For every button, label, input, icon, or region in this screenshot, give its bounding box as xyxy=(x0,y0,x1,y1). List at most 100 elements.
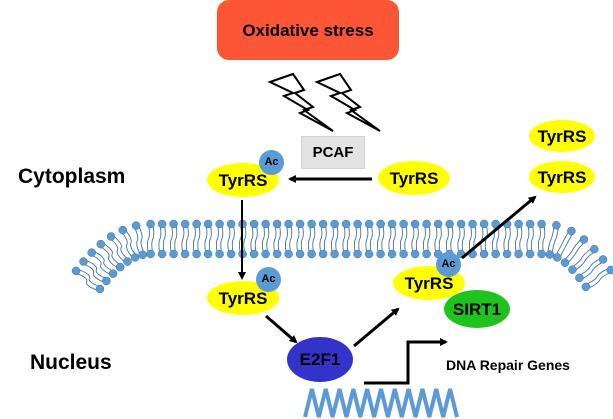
lipid-tail xyxy=(342,223,346,255)
lipid-tail xyxy=(427,223,431,255)
lipid-tail xyxy=(570,247,594,269)
lipid-tail xyxy=(542,223,546,255)
lipid-head xyxy=(272,219,282,229)
arrow-to-e2f1 xyxy=(265,314,298,344)
lipid-head xyxy=(169,219,178,229)
lipid-head xyxy=(422,219,431,229)
lipid-tail xyxy=(547,224,555,255)
lipid-tail xyxy=(566,240,586,265)
lipid-head xyxy=(307,219,316,229)
lipid-head xyxy=(295,219,305,229)
lipid-tail xyxy=(404,223,408,255)
lipid-head xyxy=(545,250,555,259)
lipid-head xyxy=(387,249,397,259)
lipid-head xyxy=(433,219,443,229)
lipid-tail xyxy=(231,223,235,255)
lipid-tail xyxy=(445,223,449,255)
tyrrs-label: TyrRS xyxy=(389,168,439,188)
lipid-head xyxy=(560,258,570,267)
lipid-tail xyxy=(284,223,288,255)
lipid-tail xyxy=(204,223,208,255)
lipid-tail xyxy=(181,223,185,255)
lipid-tail xyxy=(450,223,454,255)
arrow-nuclear-export xyxy=(461,195,537,260)
lipid-head xyxy=(567,226,576,236)
lipid-head xyxy=(364,219,374,229)
lipid-head xyxy=(118,225,127,235)
lipid-head xyxy=(96,239,106,249)
lipid-head xyxy=(138,250,147,260)
lipid-tail xyxy=(250,223,254,255)
nucleus-label: Nucleus xyxy=(30,351,112,374)
lipid-head xyxy=(157,219,167,229)
lipid-head xyxy=(341,249,351,259)
lipid-tail xyxy=(376,223,380,255)
lipid-tail xyxy=(584,267,610,286)
lipid-tail xyxy=(89,253,112,276)
lipid-head xyxy=(295,249,305,259)
lipid-tail xyxy=(192,223,196,255)
tyrrs-exported-1: TyrRS xyxy=(529,120,595,152)
lipid-head xyxy=(502,249,512,259)
lipid-tail xyxy=(243,223,247,255)
lipid-head xyxy=(284,219,293,229)
tyrrs-cytoplasm: TyrRS xyxy=(378,161,450,195)
lipid-head xyxy=(318,249,328,259)
lipid-head xyxy=(115,262,125,272)
lipid-tail xyxy=(353,223,357,255)
lipid-tail xyxy=(120,230,134,259)
lipid-tail xyxy=(323,223,327,255)
lipid-head xyxy=(491,249,500,259)
lipid-head xyxy=(307,249,316,259)
dna-helix xyxy=(303,388,459,418)
lipid-head xyxy=(353,249,362,259)
lipid-head xyxy=(581,282,591,292)
lipid-head xyxy=(146,249,155,259)
lipid-tail xyxy=(554,229,570,257)
lipid-tail xyxy=(77,268,102,288)
lipid-head xyxy=(479,249,489,259)
acetyl-label: Ac xyxy=(441,258,456,270)
tyrrs-label: TyrRS xyxy=(404,273,454,293)
lipid-head xyxy=(552,253,562,262)
lipid-head xyxy=(514,219,523,229)
lipid-tail xyxy=(358,223,362,255)
lipid-tail xyxy=(514,223,518,255)
lipid-tail xyxy=(261,223,265,255)
lipid-tail xyxy=(319,223,323,255)
lipid-head xyxy=(590,244,599,254)
lipid-head xyxy=(131,221,141,230)
lipid-head xyxy=(95,284,105,294)
lipid-tail xyxy=(174,223,178,255)
lipid-tail xyxy=(133,225,141,256)
lipid-tail xyxy=(411,223,415,255)
lipid-tail xyxy=(254,223,258,255)
lipid-head xyxy=(376,249,385,259)
lipid-tail xyxy=(496,223,500,255)
pcaf-label: PCAF xyxy=(312,144,354,161)
lipid-tail xyxy=(208,223,212,255)
lipid-head xyxy=(318,219,328,229)
lipid-head xyxy=(330,219,339,229)
lipid-head xyxy=(192,249,201,259)
lipid-tail xyxy=(457,223,461,255)
lipid-tail xyxy=(137,224,146,255)
lightning-bolt-icon xyxy=(267,72,334,132)
lipid-tail xyxy=(312,223,316,255)
acetyl-group-badge: Ac xyxy=(256,267,281,292)
lipid-head xyxy=(606,265,613,275)
lipid-head xyxy=(106,232,116,241)
lipid-tail xyxy=(491,223,495,255)
lipid-head xyxy=(215,249,224,259)
lipid-head xyxy=(376,219,385,229)
lipid-tail xyxy=(98,245,119,269)
lipid-head xyxy=(123,257,132,266)
lipid-tail xyxy=(369,223,373,255)
e2f1-transcription-factor: E2F1 xyxy=(287,337,353,382)
lipid-tail xyxy=(537,223,541,255)
acetyl-label: Ac xyxy=(261,273,276,285)
lipid-tail xyxy=(146,223,150,255)
lipid-head xyxy=(353,219,362,229)
